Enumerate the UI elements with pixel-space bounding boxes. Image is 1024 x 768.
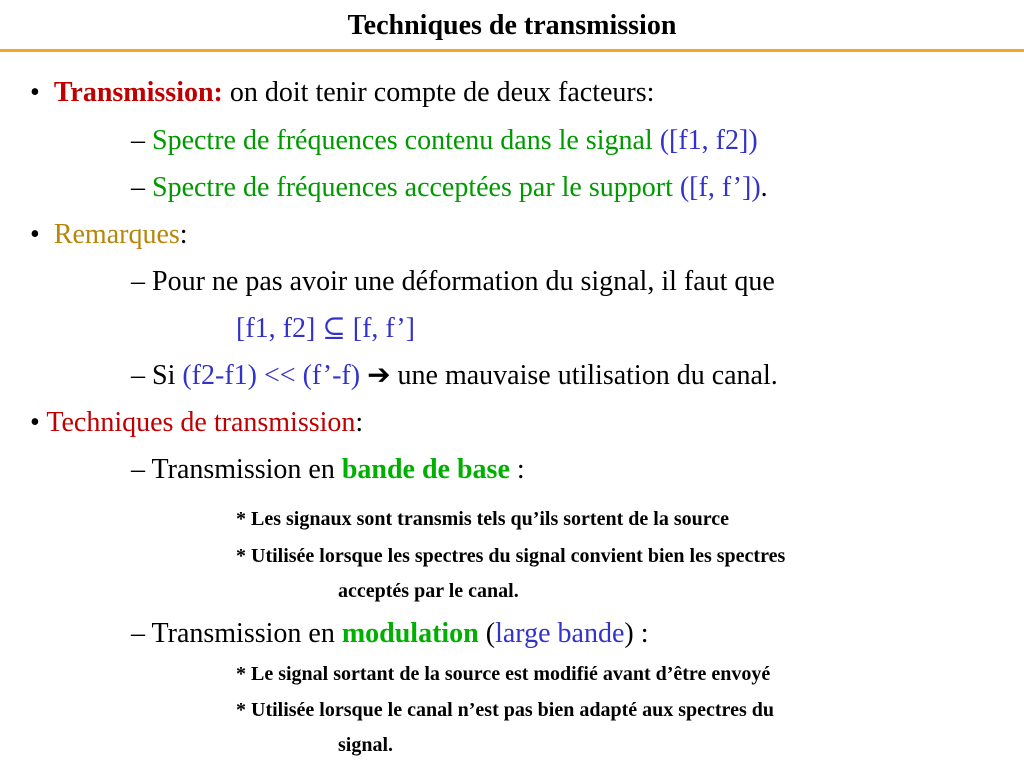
colon: : [355, 407, 364, 438]
large-band-text: large bande [495, 618, 625, 649]
deformation-text: – Pour ne pas avoir une déformation du s… [131, 266, 775, 297]
sub-bullet-baseband: – Transmission en bande de base : [131, 453, 525, 487]
dash: – [131, 172, 152, 203]
signal-spectrum-interval: ([f1, f2]) [659, 125, 758, 156]
baseband-highlight: bande de base [341, 454, 510, 485]
modulation-prefix: – Transmission en [131, 618, 342, 649]
bullet-symbol: • [30, 407, 40, 438]
arrow-icon: ➔ [367, 360, 391, 391]
bullet-symbol: • [30, 77, 40, 108]
modulation-note-2: * Utilisée lorsque le canal n’est pas bi… [236, 699, 774, 721]
bullet-label-remarques: Remarques [53, 219, 180, 250]
baseband-note-1: * Les signaux sont transmis tels qu’ils … [236, 508, 729, 530]
baseband-suffix: : [509, 454, 525, 485]
sub-bullet-support-spectrum: – Spectre de fréquences acceptées par le… [131, 171, 768, 205]
condition-formula: (f2-f1) << (f’-f) [182, 360, 361, 391]
bullet-transmission: • Transmission: on doit tenir compte de … [30, 76, 654, 110]
dash: – [131, 125, 152, 156]
modulation-highlight: modulation [341, 618, 479, 649]
baseband-prefix: – Transmission en [131, 454, 342, 485]
bullet-remarques: • Remarques: [30, 218, 188, 252]
paren-close: ) : [624, 618, 649, 649]
bullet-techniques: • Techniques de transmission: [30, 406, 363, 440]
bullet-symbol: • [30, 219, 40, 250]
bullet-label-transmission: Transmission: [53, 77, 223, 108]
sub-bullet-deformation: – Pour ne pas avoir une déformation du s… [131, 265, 775, 299]
inclusion-formula: [f1, f2] ⊆ [f, f’] [236, 313, 415, 344]
period: . [760, 172, 768, 203]
dash: – Si [131, 360, 183, 391]
sub-bullet-bad-usage: – Si (f2-f1) << (f’-f) ➔ une mauvaise ut… [131, 359, 778, 393]
support-spectrum-interval: ([f, f’]) [679, 172, 761, 203]
sub-bullet-signal-spectrum: – Spectre de fréquences contenu dans le … [131, 124, 758, 158]
sub-bullet-modulation: – Transmission en modulation (large band… [131, 617, 649, 651]
colon: : [179, 219, 188, 250]
bullet-label-techniques: Techniques de transmission [46, 407, 356, 438]
baseband-note-2: * Utilisée lorsque les spectres du signa… [236, 545, 786, 567]
bad-usage-text: une mauvaise utilisation du canal. [390, 360, 778, 391]
title-divider [0, 49, 1024, 52]
baseband-note-2-cont: acceptés par le canal. [338, 580, 519, 602]
slide-title: Techniques de transmission [347, 10, 677, 41]
bullet-text-transmission: on doit tenir compte de deux facteurs: [222, 77, 655, 108]
modulation-note-2-cont: signal. [338, 734, 394, 756]
support-spectrum-text: Spectre de fréquences acceptées par le s… [152, 172, 680, 203]
signal-spectrum-text: Spectre de fréquences contenu dans le si… [152, 125, 660, 156]
paren-open: ( [478, 618, 496, 649]
modulation-note-1: * Le signal sortant de la source est mod… [236, 663, 771, 685]
